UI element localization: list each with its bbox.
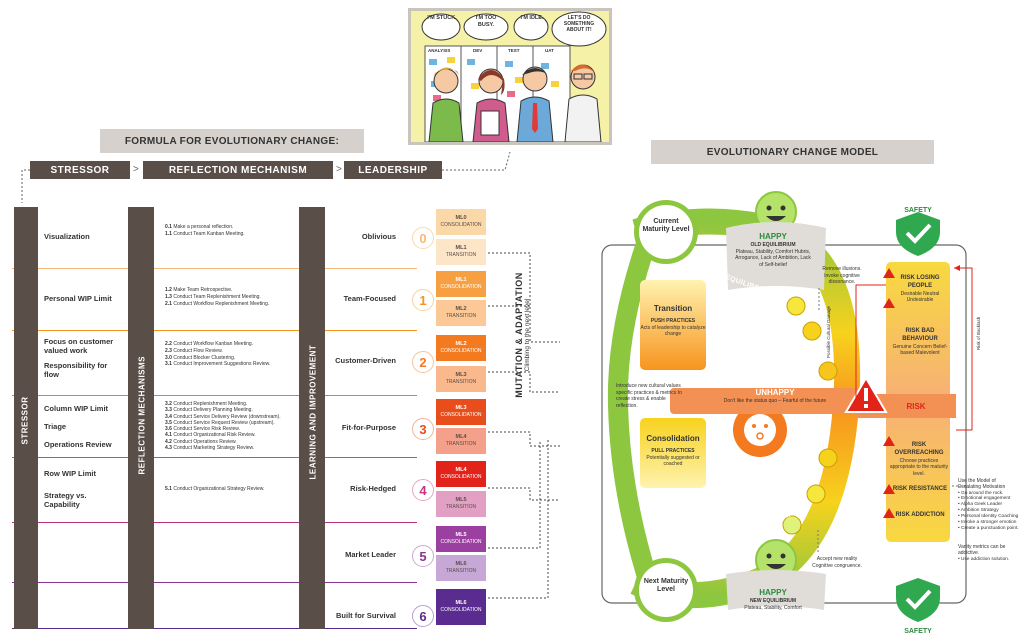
safety-top: SAFETY [904,207,932,214]
row-band-5 [12,523,417,583]
consolidation-box: Consolidation PULL PRACTICES Potentially… [646,434,700,468]
risk-of-backlash: Risk of Backlash [976,316,981,350]
introduce-text: Introduce new cultural values specific p… [616,383,682,409]
row-band-2 [12,331,417,396]
sep-1: > [133,164,139,175]
level-num-5: 5 [412,545,434,567]
bubble-idle: I'M IDLE. [520,15,544,21]
bubble-stuck: I'M STUCK. [427,15,457,21]
level-name-3: Fit-for-Purpose [341,423,396,432]
board-col-uat: UAT [545,48,554,53]
stressor-column [14,207,38,629]
next-maturity-label: Next Maturity Level [643,578,689,593]
motivation-note: Use the Model of Escalating Motivation •… [958,478,1019,532]
learning-vertical-label: LEARNING AND IMPROVEMENT [308,344,318,480]
reflection-vertical-label: REFLECTION MECHANISMS [137,356,147,475]
stressor-visualization: Visualization [44,232,90,241]
board-col-dev: DEV [473,48,483,53]
level-num-0: 0 [412,227,434,249]
level-name-1: Team-Focused [343,294,396,303]
learning-column [299,207,325,629]
stressor-strategy-capability: Strategy vs. Capability [44,491,87,509]
risk-addiction: RISK ADDICTION [895,512,945,518]
level-name-2: Customer-Driven [335,356,396,365]
row-band-6 [12,583,417,629]
accept-reality: Accept new reality Cognitive congruence. [812,556,862,569]
level-num-2: 2 [412,351,434,373]
stressor-column-wip: Column WIP Limit [44,404,109,413]
formula-title: FORMULA FOR EVOLUTIONARY CHANGE: [100,129,364,153]
reflection-column [128,207,154,629]
reflection-list-0: 0.1 Make a personal reflection. 1.1 Cond… [165,224,245,237]
reflection-list-4: 5.1 Conduct Organizational Strategy Revi… [165,486,265,492]
happy-old: HAPPY OLD EQUILIBRIUM Plateau, Stability… [735,232,811,268]
level-num-4: 4 [412,479,434,501]
mutation-label: MUTATION & ADAPTATION Climbing to the ne… [514,272,531,398]
bubble-lets-do: LET'S DO SOMETHING ABOUT IT! [563,15,595,33]
stressor-responsibility-flow: Responsibility for flow [44,361,108,379]
sep-2: > [336,164,342,175]
stressor-personal-wip: Personal WIP Limit [44,294,112,303]
stressor-triage: Triage [44,422,67,431]
level-name-6: Built for Survival [335,611,396,620]
unhappy-banner: UNHAPPY Don't like the status quo – Fear… [723,388,827,405]
comic-illustration [411,11,609,143]
risk-losing-people: RISK LOSING PEOPLE Desirable Neutral Und… [900,275,940,304]
vanity-note: Vanity metrics can be addictive. • Use a… [958,544,1010,562]
model-title: EVOLUTIONARY CHANGE MODEL [651,140,934,164]
level-num-6: 6 [412,605,434,627]
level-num-3: 3 [412,418,434,440]
level-num-1: 1 [412,289,434,311]
reflection-header: REFLECTION MECHANISM [143,161,333,179]
transition-box: Transition PUSH PRACTICES Acts of leader… [640,304,706,338]
row-band-0 [12,207,417,269]
row-band-3 [12,396,417,458]
comic-panel: I'M STUCK. I'M TOO BUSY. I'M IDLE. LET'S… [408,8,612,145]
happy-new: HAPPY NEW EQUILIBRIUM Plateau, Stability… [744,588,802,611]
stressor-header: STRESSOR [30,161,130,179]
risk-overreaching: RISK OVERREACHING Choose practices appro… [889,442,949,477]
risk-resistance: RISK RESISTANCE [892,486,948,492]
row-band-1 [12,269,417,331]
reflection-list-3: 3.2 Conduct Replenishment Meeting. 3.3 C… [165,401,281,451]
safety-bottom: SAFETY [904,628,932,635]
remove-illusions: Remove illusions. Invoke cognitive disso… [822,266,862,285]
board-col-analysis: ANALYSIS [428,48,451,53]
risk-label: RISK [906,402,926,411]
stressor-row-wip: Row WIP Limit [44,469,96,478]
reflection-list-1: 1.2 Make Team Retrospective. 1.3 Conduct… [165,287,270,307]
possible-damage: Possible Cultural Damage [826,305,831,358]
level-name-5: Market Leader [345,550,396,559]
level-name-0: Oblivious [361,232,396,241]
model-diagram [601,191,973,622]
row-band-4 [12,458,417,523]
leadership-header: LEADERSHIP [344,161,442,179]
stressor-focus-customer: Focus on customer valued work [44,337,114,355]
reflection-list-2: 2.2 Conduct Workflow Kanban Meeting. 2.3… [165,341,271,368]
current-maturity-label: Current Maturity Level [642,218,690,233]
risk-bad-behaviour: RISK BAD BEHAVIOUR Genuine Concern Belie… [892,328,948,357]
level-name-4: Risk-Hedged [350,484,396,493]
bubble-busy: I'M TOO BUSY. [475,15,497,28]
stressor-vertical-label: STRESSOR [20,396,30,445]
board-col-test: TEST [508,48,520,53]
stressor-operations-review: Operations Review [44,440,112,449]
